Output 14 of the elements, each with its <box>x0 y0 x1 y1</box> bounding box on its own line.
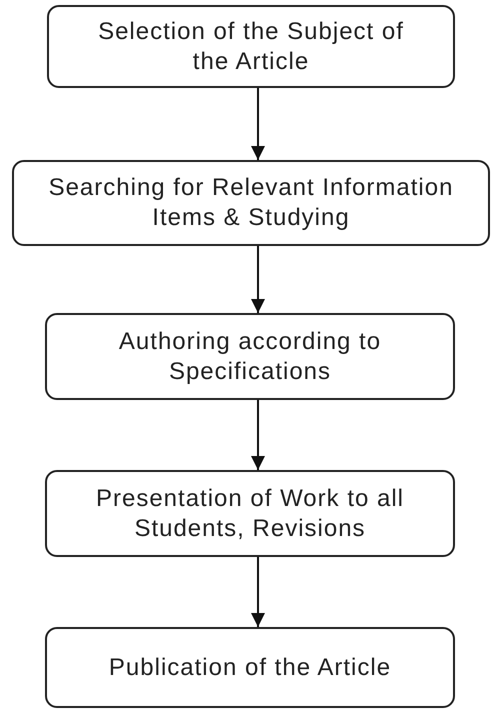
arrow <box>251 400 265 470</box>
arrow <box>251 246 265 313</box>
arrow <box>251 557 265 627</box>
step-text: Authoring according to Specifications <box>118 326 382 386</box>
process-box <box>45 470 455 557</box>
process-box <box>45 627 455 708</box>
process-box <box>47 5 455 88</box>
arrow <box>251 88 265 160</box>
process-box <box>12 160 490 246</box>
step-text: Searching for Relevant Information Items & Studying <box>48 173 454 233</box>
step-text: Selection of the Subject of the Article <box>97 16 405 76</box>
step-text: Presentation of Work to all Students, Revisions <box>94 484 406 544</box>
process-box <box>45 313 455 400</box>
step-text: Publication of the Article <box>108 652 392 682</box>
